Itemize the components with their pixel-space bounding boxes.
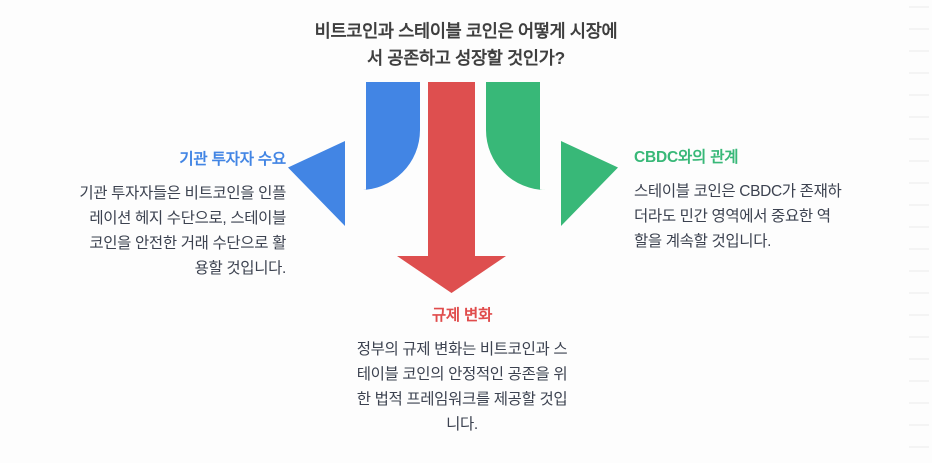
edge-rule-marks	[900, 0, 932, 463]
arrow-left-final	[288, 82, 420, 226]
branch-left-heading: 기관 투자자 수요	[179, 151, 286, 168]
arrow-down-icon	[397, 82, 506, 293]
page-title: 비트코인과 스테이블 코인은 어떻게 시장에 서 공존하고 성장할 것인가?	[314, 21, 618, 69]
branch-right-body: 스테이블 코인은 CBDC가 존재하 더라도 민간 영역에서 중요한 역 할을 …	[634, 183, 842, 251]
branch-left-body: 기관 투자자들은 비트코인을 인플 레이션 헤지 수단으로, 스테이블 코인을 …	[79, 185, 286, 278]
branch-bottom-body: 정부의 규제 변화는 비트코인과 스 테이블 코인의 안정적인 공존을 위 한 …	[356, 341, 568, 434]
branch-bottom: 규제 변화 정부의 규제 변화는 비트코인과 스 테이블 코인의 안정적인 공존…	[286, 306, 638, 438]
branch-right: CBDC와의 관계 스테이블 코인은 CBDC가 존재하 더라도 민간 영역에서…	[634, 148, 902, 254]
curved-arrow-right-icon	[486, 82, 618, 226]
branch-left: 기관 투자자 수요 기관 투자자들은 비트코인을 인플 레이션 헤지 수단으로,…	[4, 150, 286, 282]
branch-bottom-heading: 규제 변화	[431, 307, 493, 324]
branch-right-heading: CBDC와의 관계	[634, 149, 739, 166]
